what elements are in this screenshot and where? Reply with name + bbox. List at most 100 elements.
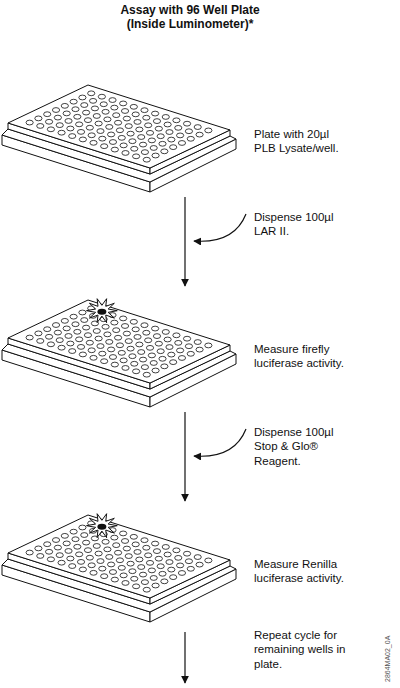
well — [152, 541, 159, 546]
well — [104, 332, 111, 337]
well — [69, 134, 76, 139]
well — [194, 125, 201, 130]
well — [86, 340, 93, 345]
well — [97, 559, 104, 564]
well — [166, 560, 173, 565]
well — [168, 137, 175, 142]
well — [120, 143, 127, 148]
well — [26, 550, 33, 555]
step-label: Measure firefly luciferase activity. — [254, 342, 352, 371]
well — [67, 341, 74, 346]
well — [187, 136, 194, 141]
well — [196, 132, 203, 137]
well — [106, 555, 113, 560]
well — [136, 127, 143, 132]
well — [161, 149, 168, 154]
well — [132, 112, 139, 117]
well — [84, 118, 91, 123]
well — [196, 347, 203, 352]
well — [155, 126, 162, 131]
light-flash — [86, 514, 117, 538]
well — [116, 558, 123, 563]
well — [72, 322, 79, 327]
well — [153, 549, 160, 554]
well — [148, 568, 155, 573]
well — [136, 342, 143, 347]
well — [93, 329, 100, 334]
well — [109, 98, 116, 103]
well — [111, 147, 118, 152]
well — [175, 555, 182, 560]
well — [65, 119, 72, 124]
well — [79, 95, 86, 100]
well — [35, 331, 42, 336]
well — [178, 141, 185, 146]
well — [185, 344, 192, 349]
well — [170, 575, 177, 580]
well-plate — [2, 85, 236, 192]
well — [143, 372, 150, 377]
well — [93, 544, 100, 549]
well — [141, 365, 148, 370]
well — [101, 574, 108, 579]
well — [98, 524, 105, 529]
well — [120, 573, 127, 578]
well — [152, 583, 159, 588]
well — [131, 361, 138, 366]
well — [120, 101, 127, 106]
well — [120, 316, 127, 321]
well — [116, 343, 123, 348]
well — [58, 560, 65, 565]
plate-step: Measure firefly luciferase activity. — [0, 288, 400, 410]
well — [122, 366, 129, 371]
well — [54, 330, 61, 335]
well — [164, 337, 171, 342]
well — [175, 125, 182, 130]
well — [63, 541, 70, 546]
well — [123, 116, 130, 121]
plate-step: Plate with 20µl PLB Lysate/well. — [0, 73, 400, 195]
well — [61, 318, 68, 323]
well-plate — [2, 514, 236, 622]
well — [143, 115, 150, 120]
well — [133, 584, 140, 589]
well — [196, 562, 203, 567]
well — [89, 98, 96, 103]
well — [159, 141, 166, 146]
well — [72, 107, 79, 112]
well — [114, 120, 121, 125]
well — [138, 350, 145, 355]
well — [93, 114, 100, 119]
well — [177, 348, 184, 353]
well — [130, 104, 137, 109]
well — [79, 567, 86, 572]
well — [173, 118, 180, 123]
well — [125, 554, 132, 559]
well — [157, 564, 164, 569]
well — [61, 533, 68, 538]
well — [56, 338, 63, 343]
well — [77, 129, 84, 134]
well — [81, 103, 88, 108]
well — [118, 350, 125, 355]
plate-side — [150, 130, 230, 174]
well — [97, 344, 104, 349]
well — [150, 146, 157, 151]
well — [139, 357, 146, 362]
well — [52, 323, 59, 328]
well — [44, 112, 51, 117]
well — [101, 144, 108, 149]
well — [152, 368, 159, 373]
well — [83, 325, 90, 330]
well — [129, 569, 136, 574]
well — [97, 129, 104, 134]
well — [139, 572, 146, 577]
well — [143, 545, 150, 550]
well — [98, 309, 105, 314]
well — [70, 529, 77, 534]
well — [146, 345, 153, 350]
well — [37, 124, 44, 129]
well — [102, 109, 109, 114]
well — [143, 587, 150, 592]
